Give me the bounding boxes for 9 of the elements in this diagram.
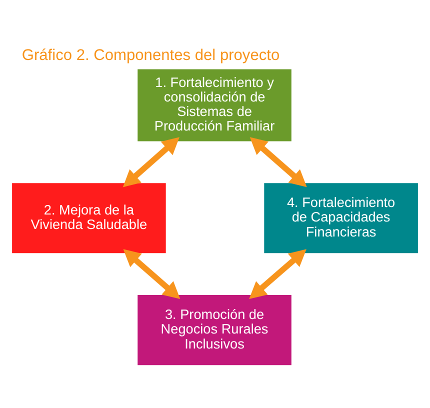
arrow <box>249 248 306 299</box>
arrow <box>250 136 307 187</box>
arrow <box>122 136 180 187</box>
node-box: 2. Mejora de la Vivienda Saludable <box>12 182 166 253</box>
node-box: 4. Fortalecimiento de Capacidades Financieras <box>264 182 418 253</box>
diagram-title: Gráfico 2. Componentes del proyecto <box>22 46 280 64</box>
node-box: 3. Promoción de Negocios Rurales Inclusivos <box>138 294 292 365</box>
arrow <box>123 248 180 299</box>
node-box: 1. Fortalecimiento y consolidación de Sistemas de Producción Familiar <box>138 68 292 141</box>
